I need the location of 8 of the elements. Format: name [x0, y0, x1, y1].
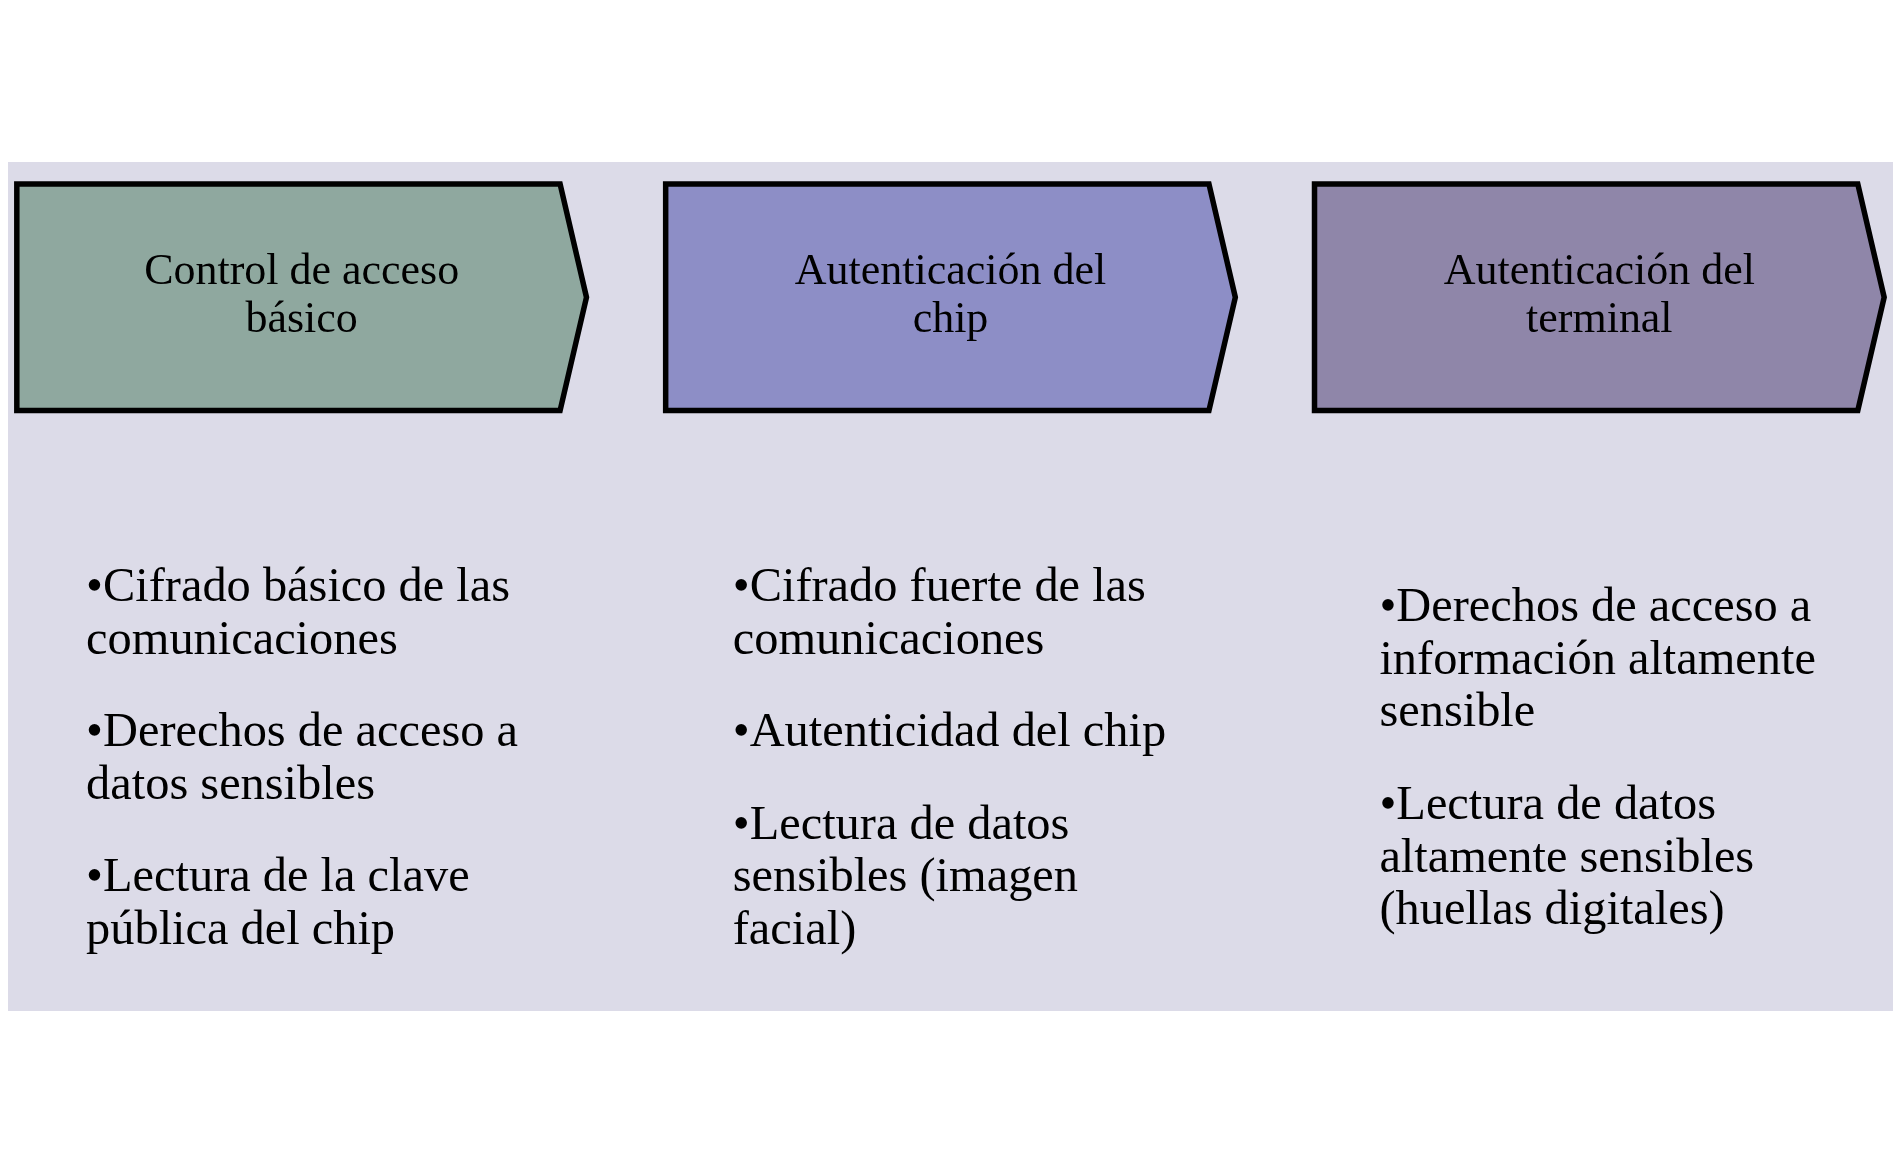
node-label: •Derechos de acceso a datos sensibles [86, 703, 519, 809]
node-label: •Lectura de datos sensibles (imagen facial) [732, 795, 1079, 955]
node-label: •Cifrado fuerte de las comunicaciones [732, 558, 1146, 664]
node-label: •Derechos de acceso a información altamente sensible [1379, 577, 1816, 737]
node-label: •Autenticidad del chip [732, 703, 1167, 757]
node-label: •Cifrado básico de las comunicaciones [86, 558, 511, 664]
node-label: •Lectura de la clave pública del chip [86, 848, 470, 955]
node-label: •Lectura de datos altamente sensibles (huellas digitales) [1379, 775, 1755, 935]
